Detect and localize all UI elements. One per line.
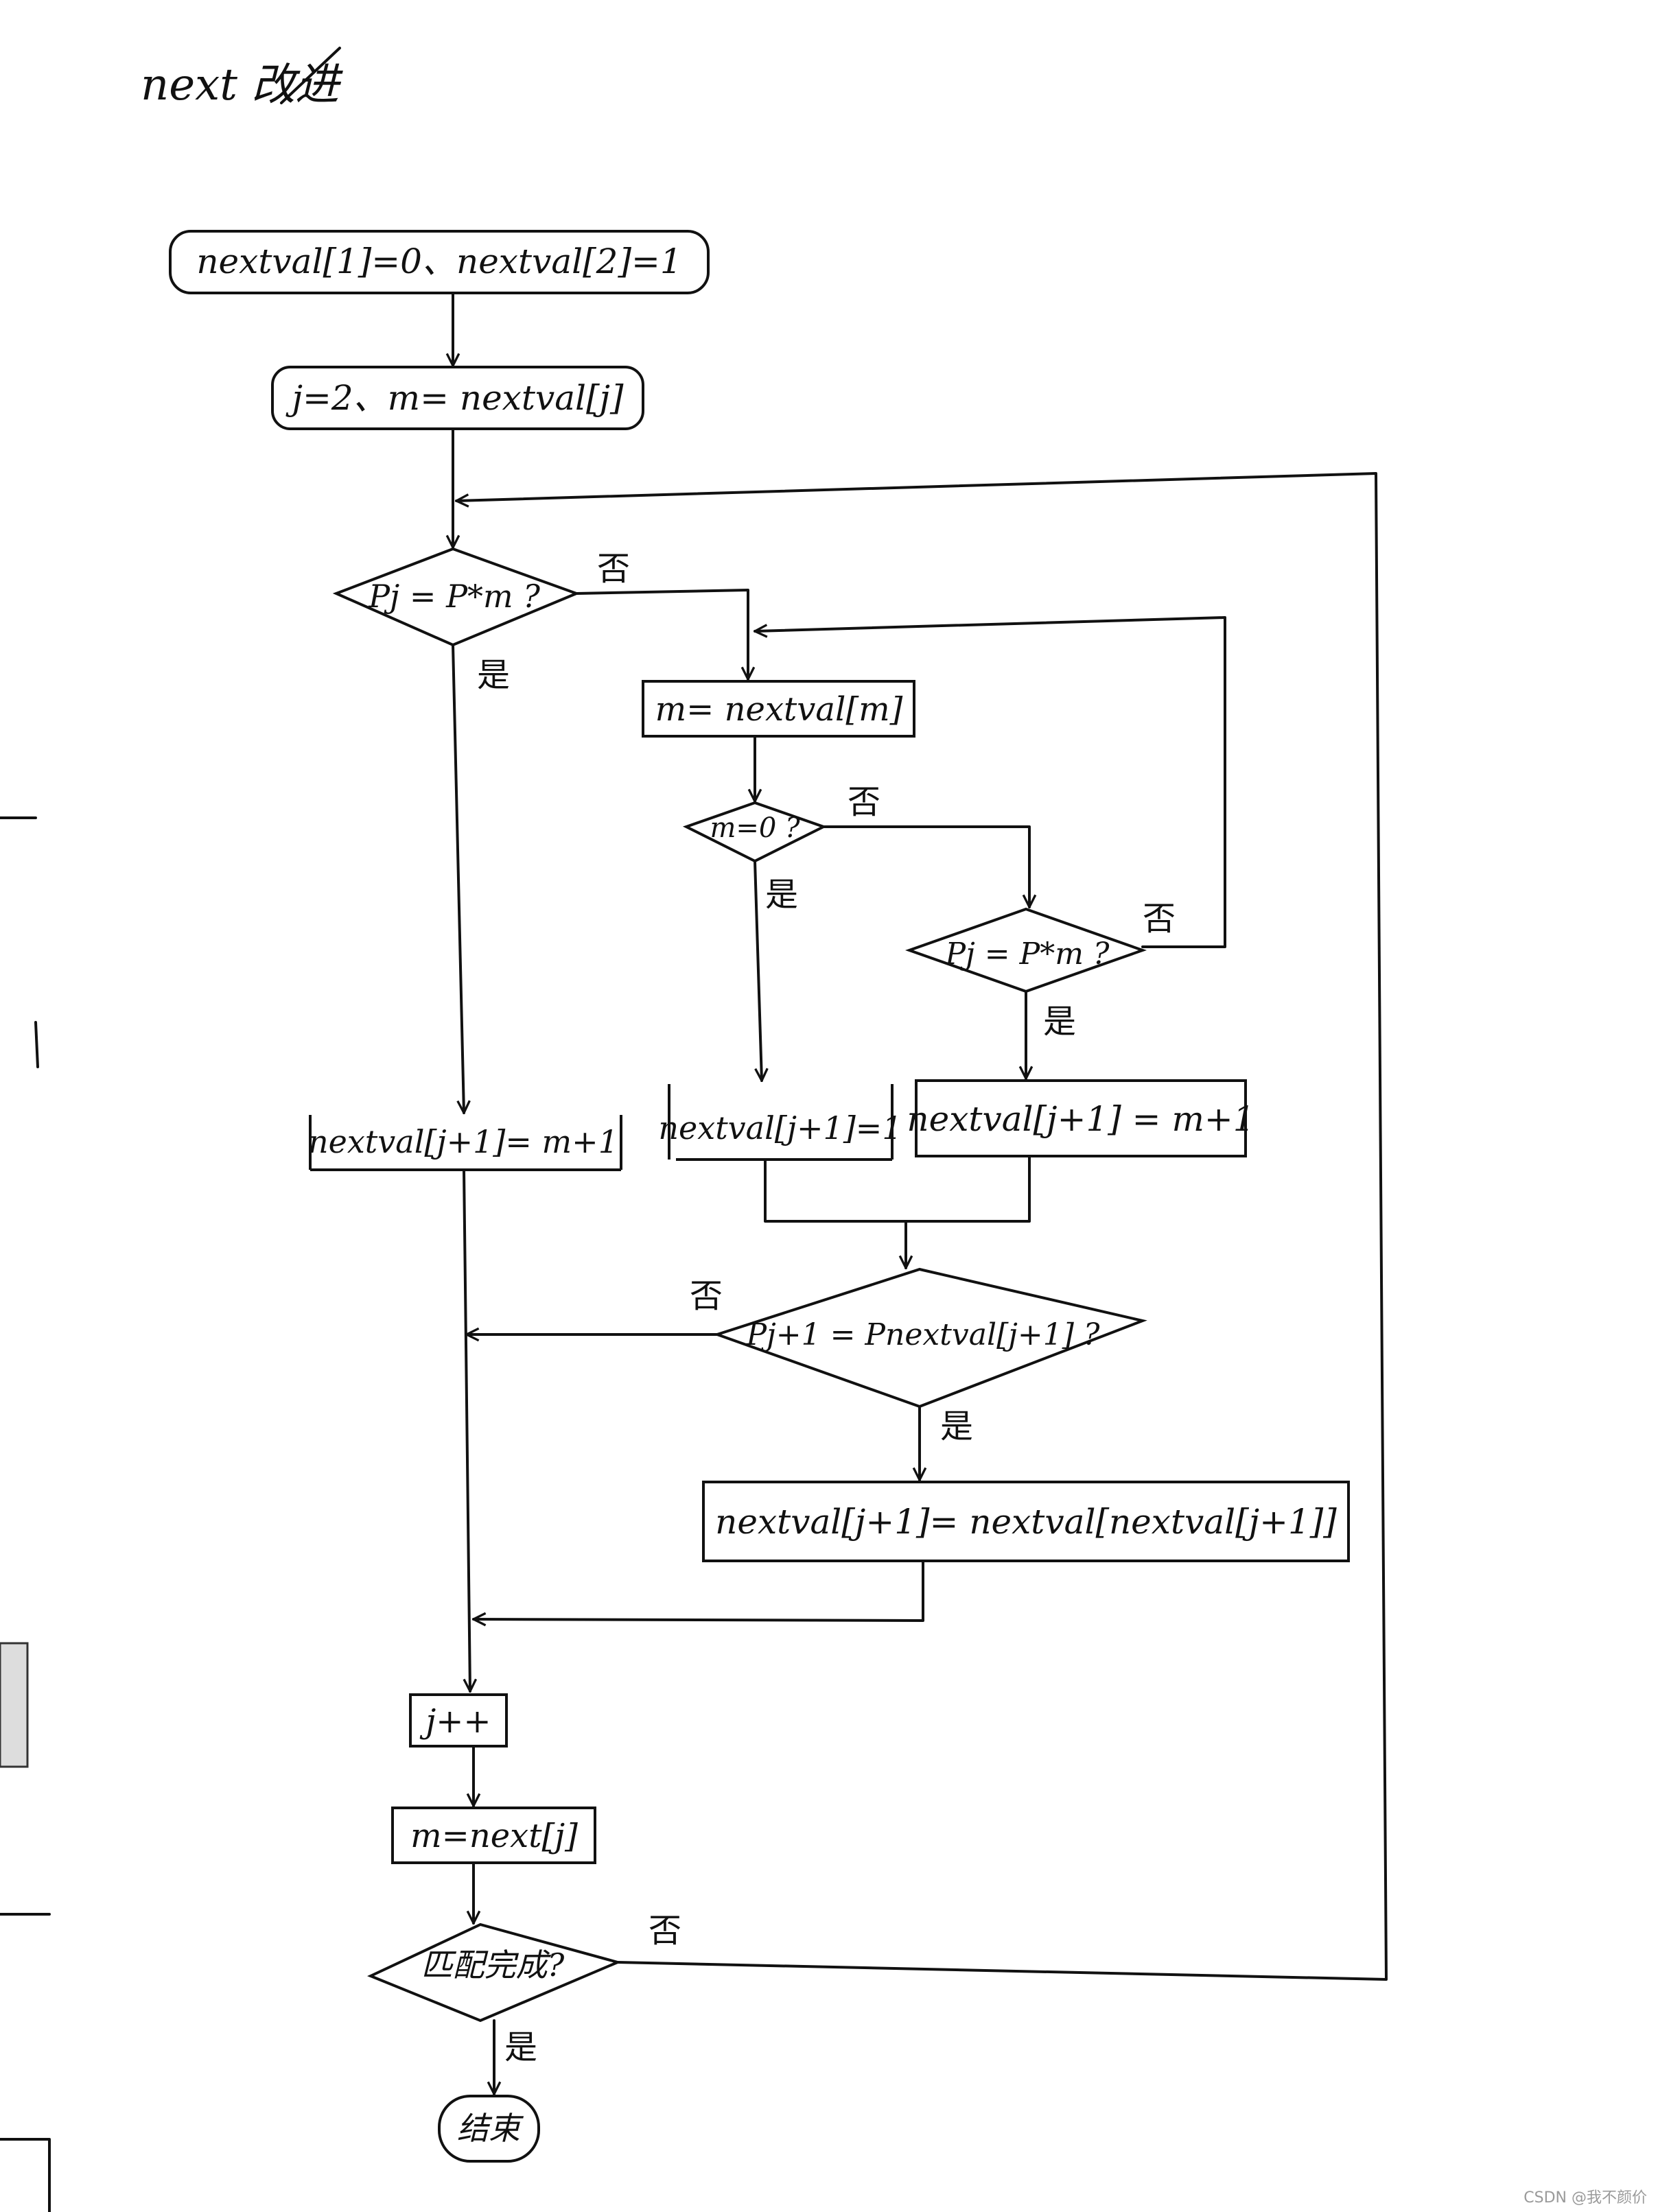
decision-m-zero-label: m=0 ? (710, 812, 800, 844)
edge-left-main-down (463, 1168, 470, 1691)
decision-pj-pm-right: Pj = P*m ? (904, 907, 1147, 993)
node-end: 结束 (438, 2095, 540, 2163)
edge-decision-no-right (575, 589, 748, 679)
label-no-5: 否 (649, 1911, 681, 1950)
node-m-next-j-label: m=next[j] (410, 1817, 578, 1855)
node-j-inc-shape (409, 1693, 508, 1748)
edge-merge-bottom (764, 1155, 1031, 1223)
title-slash (280, 47, 341, 104)
decision-pj-pm-label: Pj = P*m ? (368, 578, 540, 615)
node-init-label: nextval[1]=0、nextval[2]=1 (196, 242, 681, 281)
label-yes-1: 是 (477, 656, 510, 694)
node-nextval-j1-eq-1-shape (668, 1084, 894, 1161)
label-yes-5: 是 (504, 2028, 537, 2067)
decision-pj1-pnextval: Pj+1 = Pnextval[j+1] ? (712, 1267, 1147, 1409)
decision-pj1-pnextval-shape (712, 1267, 1147, 1409)
node-nextval-j1-m1-left: nextval[j+1]= m+1 (308, 1115, 622, 1171)
decision-match-done: 匹配完成? (367, 1922, 622, 2023)
node-j-inc-label: j++ (419, 1702, 491, 1741)
node-nextval-j1-assign: nextval[j+1]= nextval[nextval[j+1]] (702, 1481, 1350, 1562)
node-nextval-j1-m1-right-shape (915, 1079, 1247, 1157)
node-end-shape (438, 2095, 540, 2163)
label-no-4: 否 (690, 1277, 723, 1315)
node-j-inc: j++ (409, 1693, 508, 1748)
node-init: nextval[1]=0、nextval[2]=1 (169, 230, 710, 294)
decision-match-done-label: 匹配完成? (421, 1946, 565, 1984)
node-set-j-m-label: j=2、m= nextval[j] (285, 378, 624, 418)
node-set-j-m: j=2、m= nextval[j] (271, 366, 644, 430)
node-m-eq-nextval-m-label: m= nextval[m] (655, 690, 903, 729)
node-nextval-j1-eq-1-label: nextval[j+1]=1 (658, 1109, 902, 1146)
node-nextval-j1-assign-label: nextval[j+1]= nextval[nextval[j+1]] (715, 1502, 1337, 1542)
node-nextval-j1-m1-left-label: nextval[j+1]= m+1 (308, 1123, 618, 1160)
label-no-2: 否 (848, 783, 880, 821)
decision-pj-pm-right-shape (904, 907, 1147, 993)
page-edge-mark-2 (34, 1021, 39, 1068)
edge-done-no-loop (456, 472, 1388, 1981)
decision-pj-pm: Pj = P*m ? (332, 547, 581, 647)
edge-assign-to-main (474, 1560, 924, 1621)
watermark: CSDN @我不颜价 (1523, 2189, 1647, 2207)
node-m-eq-nextval-m-shape (642, 680, 915, 738)
node-nextval-j1-assign-shape (702, 1481, 1350, 1562)
label-no-3: 否 (1143, 899, 1176, 938)
node-nextval-j1-m1-right-label: nextval[j+1] = m+1 (907, 1099, 1254, 1139)
edge-pj-right-no-loop (755, 616, 1226, 948)
page-edge-binding (0, 1642, 29, 1768)
node-nextval-j1-eq-1: nextval[j+1]=1 (658, 1084, 902, 1161)
node-nextval-j1-m1-right: nextval[j+1] = m+1 (907, 1079, 1255, 1157)
edge-decision-yes-down (452, 644, 464, 1113)
page-edge-mark-4 (0, 2138, 51, 2212)
page-title: next 改进 (141, 60, 343, 110)
node-m-next-j-shape (391, 1807, 596, 1864)
decision-pj1-pnextval-label: Pj+1 = Pnextval[j+1] ? (745, 1317, 1099, 1352)
label-yes-4: 是 (940, 1407, 973, 1446)
edge-m-zero-yes (754, 860, 762, 1081)
node-m-next-j: m=next[j] (391, 1807, 596, 1864)
label-yes-2: 是 (765, 875, 798, 914)
decision-pj-pm-right-label: Pj = P*m ? (945, 937, 1110, 972)
node-m-eq-nextval-m: m= nextval[m] (642, 680, 915, 738)
node-end-label: 结束 (457, 2110, 524, 2147)
decision-m-zero: m=0 ? (682, 801, 828, 863)
edge-m-zero-no (822, 825, 1029, 907)
node-nextval-j1-m1-left-shape (309, 1115, 622, 1171)
label-yes-3: 是 (1043, 1002, 1076, 1041)
label-no-1: 否 (597, 550, 630, 588)
node-init-shape (169, 230, 710, 294)
